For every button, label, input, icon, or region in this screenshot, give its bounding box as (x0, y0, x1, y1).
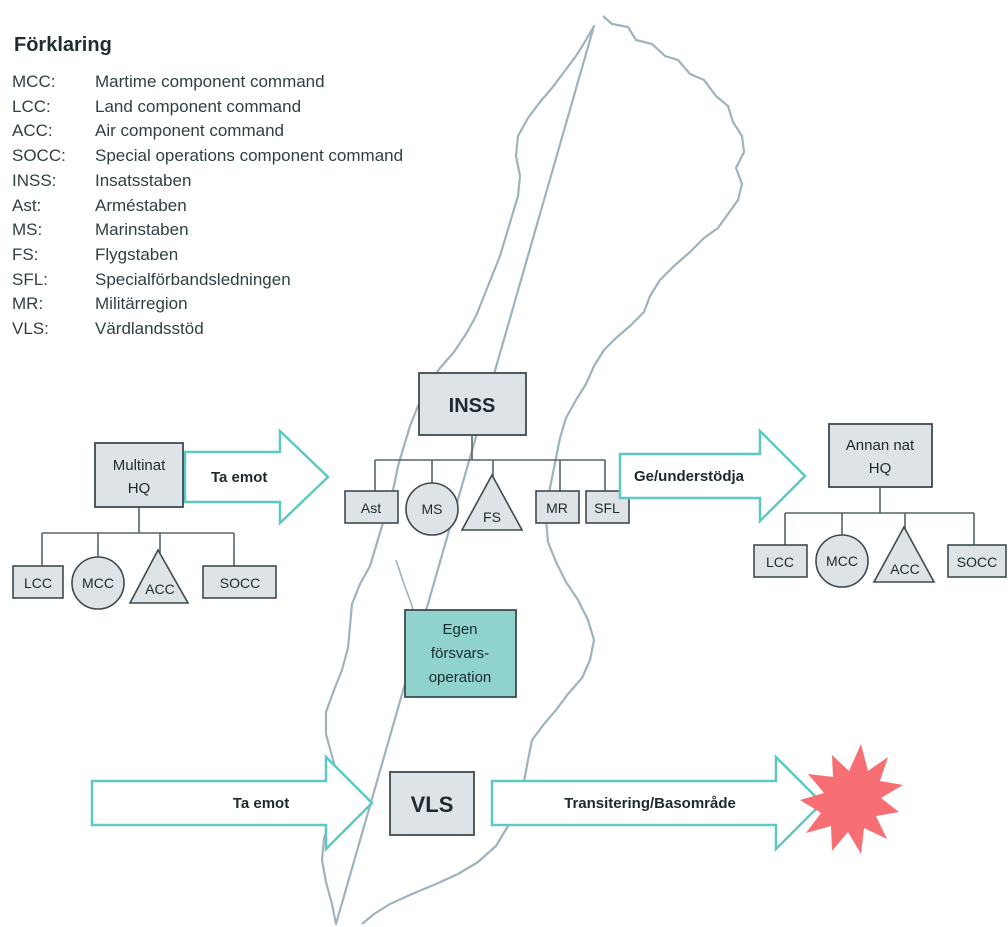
ast-box (344, 490, 399, 524)
legend-abbr: MS: (12, 220, 43, 240)
multinat-hq-line1: Multinat (113, 457, 166, 474)
left-lcc-label: LCC (24, 575, 52, 591)
left-mcc-label: MCC (82, 575, 114, 591)
legend-desc: Air component command (95, 121, 284, 141)
left-group: Ta emot Multinat HQ LCC MCC ACC SOCC (12, 428, 330, 610)
right-acc-triangle (872, 525, 936, 583)
own-defence-line2: försvars- (431, 645, 489, 662)
ms-label: MS (422, 501, 443, 517)
legend-title: Förklaring (14, 34, 112, 56)
own-defence-box (404, 609, 517, 698)
left-tree-lines (41, 507, 235, 566)
vls-label: VLS (411, 792, 454, 817)
own-defence-line3: operation (429, 669, 492, 686)
legend-desc: Martime component command (95, 72, 325, 91)
right-group: Annan nat HQ LCC MCC ACC SOCC (753, 423, 1007, 588)
arrow-ta-emot-top (183, 428, 330, 526)
arrow-transitering (490, 753, 824, 853)
legend-desc: Insatsstaben (95, 170, 192, 190)
inss-label: INSS (449, 395, 496, 417)
annan-nat-hq-box (828, 423, 933, 488)
arrow-transitering-label: Transitering/Basområde (564, 795, 736, 812)
annan-nat-hq-line2: HQ (869, 460, 892, 477)
ast-label: Ast (361, 500, 381, 516)
legend-desc: Special operations component command (95, 146, 404, 166)
vls-box (389, 771, 475, 836)
legend-abbr: SFL: (12, 269, 48, 289)
right-lcc-label: LCC (766, 554, 794, 570)
fs-label: FS (483, 509, 501, 525)
legend-abbr: INSS: (12, 170, 57, 190)
own-defence-line1: Egen (442, 621, 477, 638)
legend-desc: Land component command (95, 96, 302, 116)
center-group: INSS Ast MS FS MR SFL (344, 372, 630, 536)
arrow-ta-emot-bottom (90, 753, 374, 853)
legend-abbr: Ast: (12, 195, 42, 215)
legend-abbr: FS: (12, 244, 39, 264)
left-acc-label: ACC (145, 581, 175, 597)
legend-abbr: LCC: (12, 96, 51, 116)
right-tree-lines (784, 487, 975, 545)
right-mcc-label: MCC (826, 553, 858, 569)
right-socc-label: SOCC (957, 554, 997, 570)
right-lcc-box (753, 544, 808, 578)
right-mcc-circle (815, 534, 869, 588)
center-tree-lines (374, 435, 606, 491)
inss-box (418, 372, 527, 436)
fs-triangle (460, 473, 524, 531)
annan-nat-hq-line1: Annan nat (846, 437, 915, 454)
arrow-ta-emot-top-label: Ta emot (211, 469, 267, 486)
legend-desc: Flygstaben (95, 244, 179, 264)
arrow-ge-understodja (618, 427, 807, 525)
left-socc-label: SOCC (220, 575, 260, 591)
sfl-label: SFL (594, 500, 620, 516)
left-lcc-box (12, 565, 64, 599)
left-mcc-circle (71, 556, 125, 610)
legend-desc: Specialförbandsledningen (95, 269, 291, 289)
legend-desc: Arméstaben (95, 195, 187, 215)
right-socc-box (947, 544, 1007, 578)
legend-desc: Marinstaben (95, 220, 189, 240)
left-acc-triangle (128, 548, 190, 604)
legend-desc: Militärregion (95, 294, 188, 314)
explosion-starburst-icon (800, 744, 903, 854)
arrow-ta-emot-bottom-label: Ta emot (233, 795, 289, 812)
mr-label: MR (546, 500, 568, 516)
multinat-hq-box (94, 442, 184, 508)
legend-abbr: ACC: (12, 121, 53, 141)
legend-abbr: VLS: (12, 319, 49, 338)
multinat-hq-line2: HQ (128, 480, 151, 497)
legend-abbr: SOCC: (12, 146, 66, 166)
legend-desc: Värdlandsstöd (95, 319, 204, 338)
left-socc-box (202, 565, 277, 599)
mr-box (535, 490, 580, 524)
legend-abbr: MR: (12, 294, 44, 314)
legend-abbr: MCC: (12, 72, 56, 91)
ms-circle (405, 482, 459, 536)
arrow-ge-understodja-label: Ge/understödja (634, 468, 745, 485)
right-acc-label: ACC (890, 561, 920, 577)
